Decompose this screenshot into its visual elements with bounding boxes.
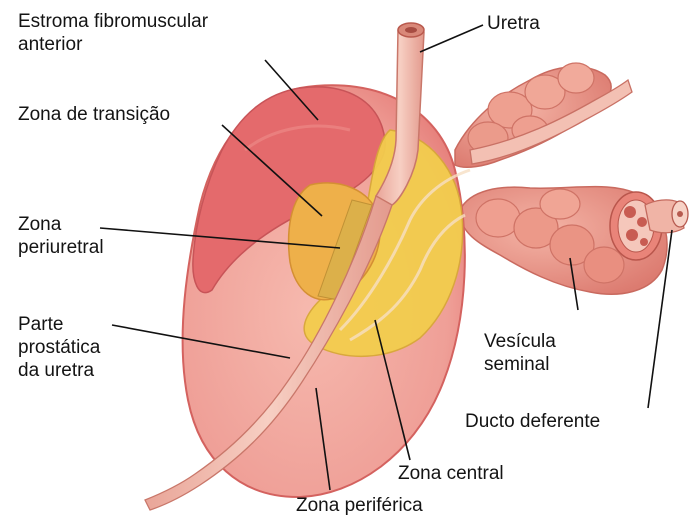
label-zona-periuretral: Zona periuretral xyxy=(18,213,104,259)
label-estroma-fibromuscular: Estroma fibromuscular anterior xyxy=(18,10,208,56)
label-parte-prostatica: Parte prostática da uretra xyxy=(18,313,100,382)
label-zona-transicao: Zona de transição xyxy=(18,103,170,126)
label-ducto-deferente: Ducto deferente xyxy=(465,410,600,433)
ductus-deferens-cut xyxy=(645,200,688,233)
seminal-vesicle-lower xyxy=(460,187,667,295)
label-vesicula-seminal: Vesícula seminal xyxy=(484,330,556,376)
label-zona-central: Zona central xyxy=(398,462,504,485)
label-uretra: Uretra xyxy=(487,12,540,35)
label-zona-periferica: Zona periférica xyxy=(296,494,423,517)
